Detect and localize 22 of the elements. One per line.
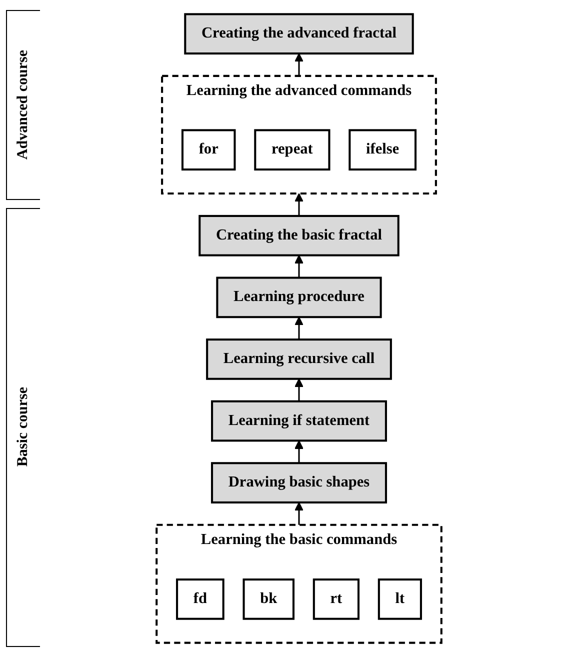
arrow xyxy=(294,53,304,76)
node-box: bk xyxy=(242,578,294,620)
node-box: ifelse xyxy=(348,129,417,171)
arrow xyxy=(294,502,304,525)
arrow xyxy=(294,440,304,464)
node-box: Learning recursive call xyxy=(206,338,392,380)
arrow xyxy=(294,193,304,216)
node-box: for xyxy=(181,129,236,171)
course-label: Advanced course xyxy=(15,50,32,160)
node-box: fd xyxy=(176,578,224,620)
node-box: lt xyxy=(378,578,422,620)
arrow xyxy=(294,378,304,402)
arrow xyxy=(294,316,304,340)
node-box: Learning if statement xyxy=(211,400,387,442)
course-label: Basic course xyxy=(15,387,32,468)
node-box: Drawing basic shapes xyxy=(210,462,388,504)
node-box: rt xyxy=(312,578,360,620)
arrow xyxy=(294,254,304,278)
node-box: Creating the basic fractal xyxy=(198,214,400,256)
node-box: repeat xyxy=(254,129,330,171)
node-box: Learning procedure xyxy=(216,276,382,318)
node-box: Creating the advanced fractal xyxy=(184,13,414,55)
